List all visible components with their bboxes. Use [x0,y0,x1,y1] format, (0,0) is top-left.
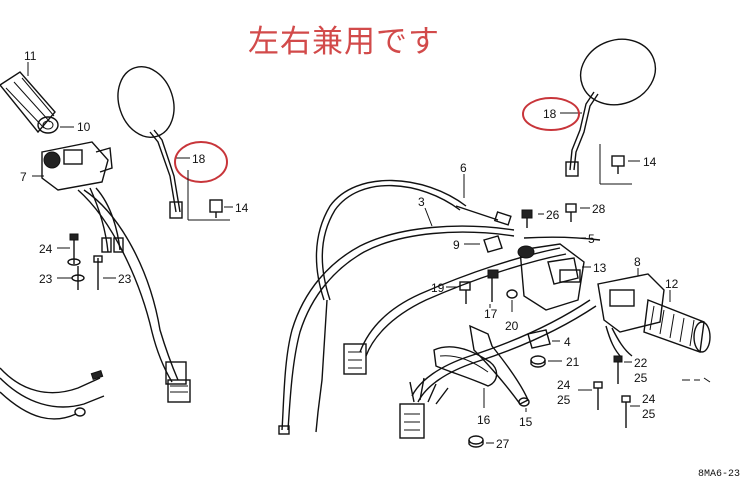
part-label-23-left: 23 [39,272,53,286]
faint-dash-marks [682,377,711,383]
part-label-25-a: 25 [634,371,648,385]
leader-line-3 [424,207,433,227]
right-mirror-drawing [565,38,657,177]
part-label-12: 12 [665,277,679,291]
part-label-8: 8 [634,255,641,269]
highlight-circle-left-18 [174,141,228,183]
part-label-10: 10 [77,120,91,134]
right-screws-drawing [593,355,631,428]
part-label-11: 11 [24,49,37,63]
part-label-25-c: 25 [642,407,656,421]
part-label-22: 22 [634,356,648,370]
left-screws-drawing [67,233,103,290]
left-bolt-14-drawing [187,170,230,221]
diagram-code: 8MA6-23 [698,469,740,479]
diagram-title: 左右兼用です [248,24,440,60]
part-label-19: 19 [431,281,445,295]
part-label-18-right: 18 [543,107,557,121]
part-label-24-b: 24 [557,378,571,392]
cable-3-drawing [278,225,515,435]
highlight-circle-right-18 [522,97,580,131]
part-label-7: 7 [20,170,27,184]
part-label-24-left: 24 [39,242,53,256]
right-bolt-14-drawing [599,144,632,185]
small-parts-drawing [459,203,577,304]
part-label-24-c: 24 [642,392,656,406]
part-label-16: 16 [477,413,491,427]
part-label-23-right: 23 [118,272,132,286]
part-label-9: 9 [453,238,460,252]
part-label-4: 4 [564,335,571,349]
part-label-5: 5 [588,232,595,246]
right-switch-and-grip-drawing [597,273,711,359]
part-label-6: 6 [460,161,467,175]
part-label-3: 3 [418,195,425,209]
part-label-28: 28 [592,202,606,216]
cable-6-drawing [315,179,512,433]
brake-master-cylinder-drawing [517,243,585,311]
levers-drawing [433,324,530,407]
nut-27-drawing [468,435,484,448]
part-label-27: 27 [496,437,510,451]
left-switch-housing-drawing [41,141,113,191]
part-label-14-left: 14 [235,201,249,215]
bracket-and-nut-drawing [527,329,551,368]
part-label-13: 13 [593,261,607,275]
part-label-15: 15 [519,415,533,429]
left-grip-drawing [0,71,59,134]
part-label-20: 20 [505,319,519,333]
part-label-14-right: 14 [643,155,657,169]
part-label-18-left: 18 [192,152,206,166]
part-label-17: 17 [484,307,498,321]
part-label-26: 26 [546,208,560,222]
left-mirror-drawing [117,66,183,219]
left-cables-drawing [0,367,105,420]
left-wiring-drawing [77,187,191,403]
part-label-25-b: 25 [557,393,571,407]
part-label-21: 21 [566,355,580,369]
